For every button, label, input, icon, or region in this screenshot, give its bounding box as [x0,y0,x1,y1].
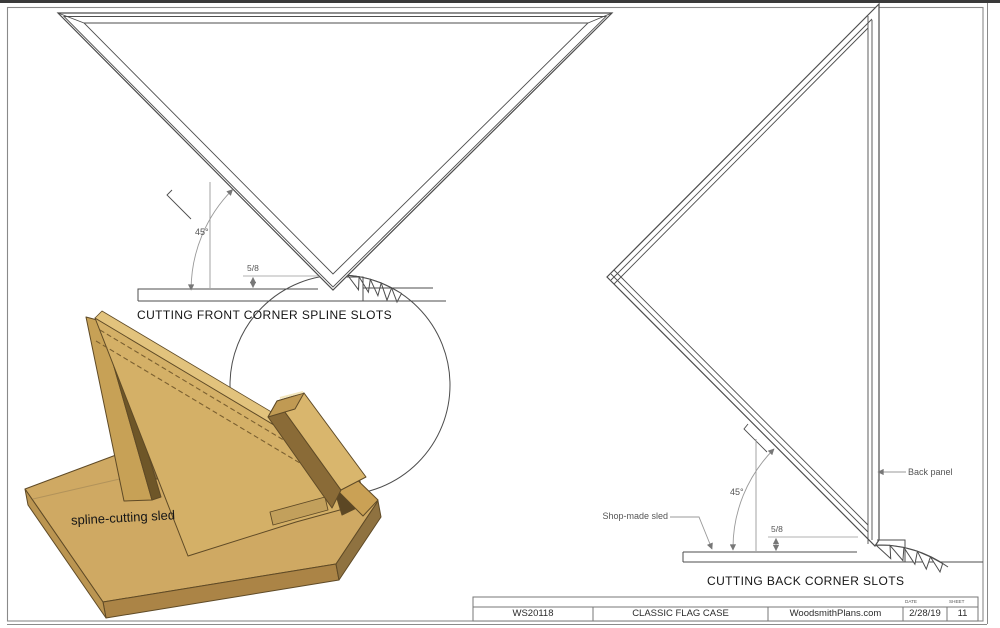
sled-base-right [335,500,382,581]
back-dimensions [670,439,906,552]
back-blade-teeth [874,544,949,574]
flag-case-front-section [56,12,614,291]
shop-made-sled-leader [670,516,713,550]
plan-number: WS20118 [512,608,554,619]
back-view-caption: CUTTING BACK CORNER SLOTS [707,574,905,588]
front-corner-view [56,12,614,496]
website: WoodsmithPlans.com [789,608,882,619]
back-corner-view [606,2,983,574]
front-dimensions [187,182,318,291]
front-angle-label: 45° [195,227,209,237]
back-sled-section [682,539,983,563]
sled-kerf-slot [269,496,329,526]
title-block [472,596,979,622]
flag-case-back-section [606,2,880,547]
sled-fence-end [267,392,305,418]
sheet-number: 11 [957,608,968,619]
front-view-caption: CUTTING FRONT CORNER SPLINE SLOTS [137,308,393,322]
back-angle-label: 45° [730,487,744,497]
plan-title: CLASSIC FLAG CASE [632,608,729,619]
front-sled-section [137,276,446,302]
date-label: DATE [905,599,918,605]
sled-base-left [24,488,107,619]
back-depth-label: 5/8 [771,524,783,534]
back-panel-label: Back panel [908,467,953,477]
front-depth-label: 5/8 [247,263,259,273]
spline-sled-illustration [24,310,382,619]
sheet-label: SHEET [949,599,965,605]
saw-blade-teeth [346,274,403,304]
date-value: 2/28/19 [909,608,941,619]
shop-made-sled-label: Shop-made sled [602,511,668,521]
